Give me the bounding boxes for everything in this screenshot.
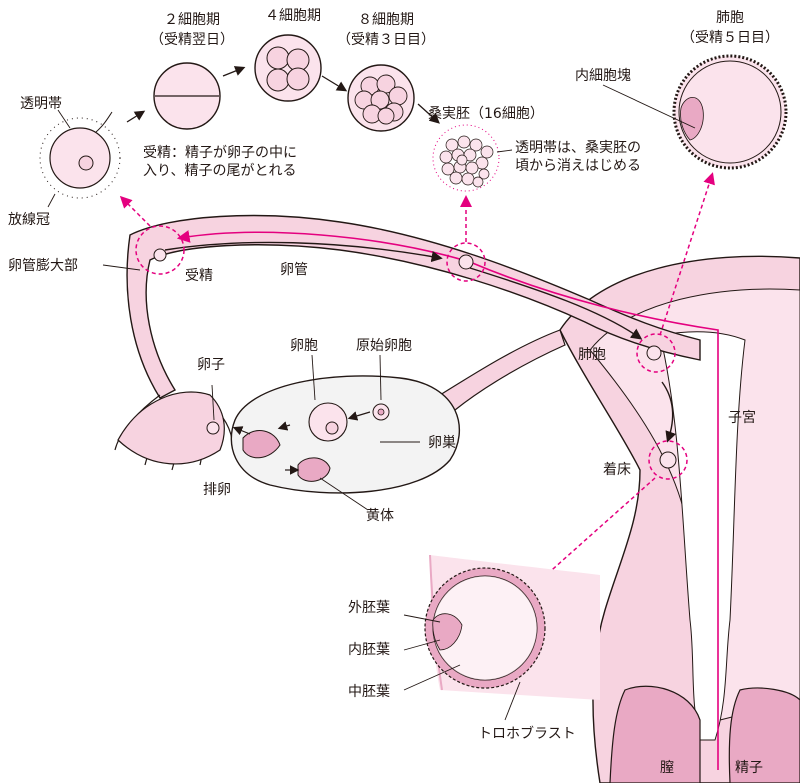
zona-note-line1: 透明帯は、桑実胚の bbox=[515, 140, 641, 156]
label-ampulla: 卵管膨大部 bbox=[8, 258, 78, 274]
label-eight-cell-day: （受精３日目） bbox=[337, 32, 435, 48]
label-fertilization: 受精 bbox=[185, 268, 213, 284]
ovum-with-corona bbox=[39, 111, 121, 199]
stage-arrows bbox=[126, 66, 440, 124]
label-corona-radiata: 放線冠 bbox=[8, 212, 50, 228]
uterus bbox=[559, 255, 800, 783]
label-two-cell: ２細胞期 bbox=[164, 12, 220, 28]
label-four-cell: ４細胞期 bbox=[265, 8, 321, 24]
label-blastocyst-day: （受精５日目） bbox=[681, 30, 779, 46]
four-cell-embryo bbox=[254, 34, 322, 102]
label-trophoblast: トロホブラスト bbox=[478, 726, 576, 742]
leader-lines bbox=[47, 84, 696, 721]
fertilization-note-line2: 入り、精子の尾がとれる bbox=[143, 163, 297, 179]
label-ovary: 卵巣 bbox=[428, 435, 456, 451]
blastocyst-in-tube bbox=[646, 345, 662, 361]
label-ovum: 卵子 bbox=[197, 357, 225, 373]
zona-note-line2: 頃から消えはじめる bbox=[515, 158, 641, 174]
fertilized-egg bbox=[153, 248, 167, 262]
label-zona-pellucida: 透明帯 bbox=[20, 96, 62, 112]
label-blastocyst-mid: 肺胞 bbox=[578, 347, 606, 363]
label-sperm: 精子 bbox=[735, 760, 763, 776]
two-cell-embryo bbox=[153, 62, 221, 130]
highlight-circles bbox=[135, 225, 688, 480]
label-ovulation: 排卵 bbox=[203, 482, 231, 498]
label-primordial-follicle: 原始卵胞 bbox=[356, 338, 412, 354]
eight-cell-embryo bbox=[347, 64, 415, 132]
label-corpus-luteum: 黄体 bbox=[366, 508, 394, 524]
label-implantation: 着床 bbox=[603, 462, 631, 478]
label-ectoderm: 外胚葉 bbox=[348, 600, 390, 616]
implantation-inset bbox=[424, 554, 600, 700]
label-morula: 桑実胚（16細胞） bbox=[428, 106, 544, 122]
blastocyst-top bbox=[672, 54, 788, 170]
label-fallopian-tube: 卵管 bbox=[280, 262, 308, 278]
label-blastocyst-top: 肺胞 bbox=[716, 10, 744, 26]
label-vagina: 膣 bbox=[660, 760, 674, 776]
label-oocyte: 卵胞 bbox=[290, 338, 318, 354]
ovary bbox=[206, 375, 460, 494]
label-endoderm: 内胚葉 bbox=[348, 642, 390, 658]
label-eight-cell: ８細胞期 bbox=[358, 12, 414, 28]
label-uterus: 子宮 bbox=[728, 410, 756, 426]
morula-in-tube bbox=[458, 254, 474, 270]
label-mesoderm: 中胚葉 bbox=[348, 684, 390, 700]
dashed-arrows bbox=[119, 172, 715, 587]
morula-embryo bbox=[432, 124, 500, 192]
implanting-blastocyst bbox=[659, 451, 677, 469]
fertilization-note-line1: 受精：精子が卵子の中に bbox=[143, 145, 297, 161]
label-two-cell-day: （受精翌日） bbox=[150, 32, 234, 48]
label-inner-cell-mass: 内細胞塊 bbox=[575, 68, 631, 84]
